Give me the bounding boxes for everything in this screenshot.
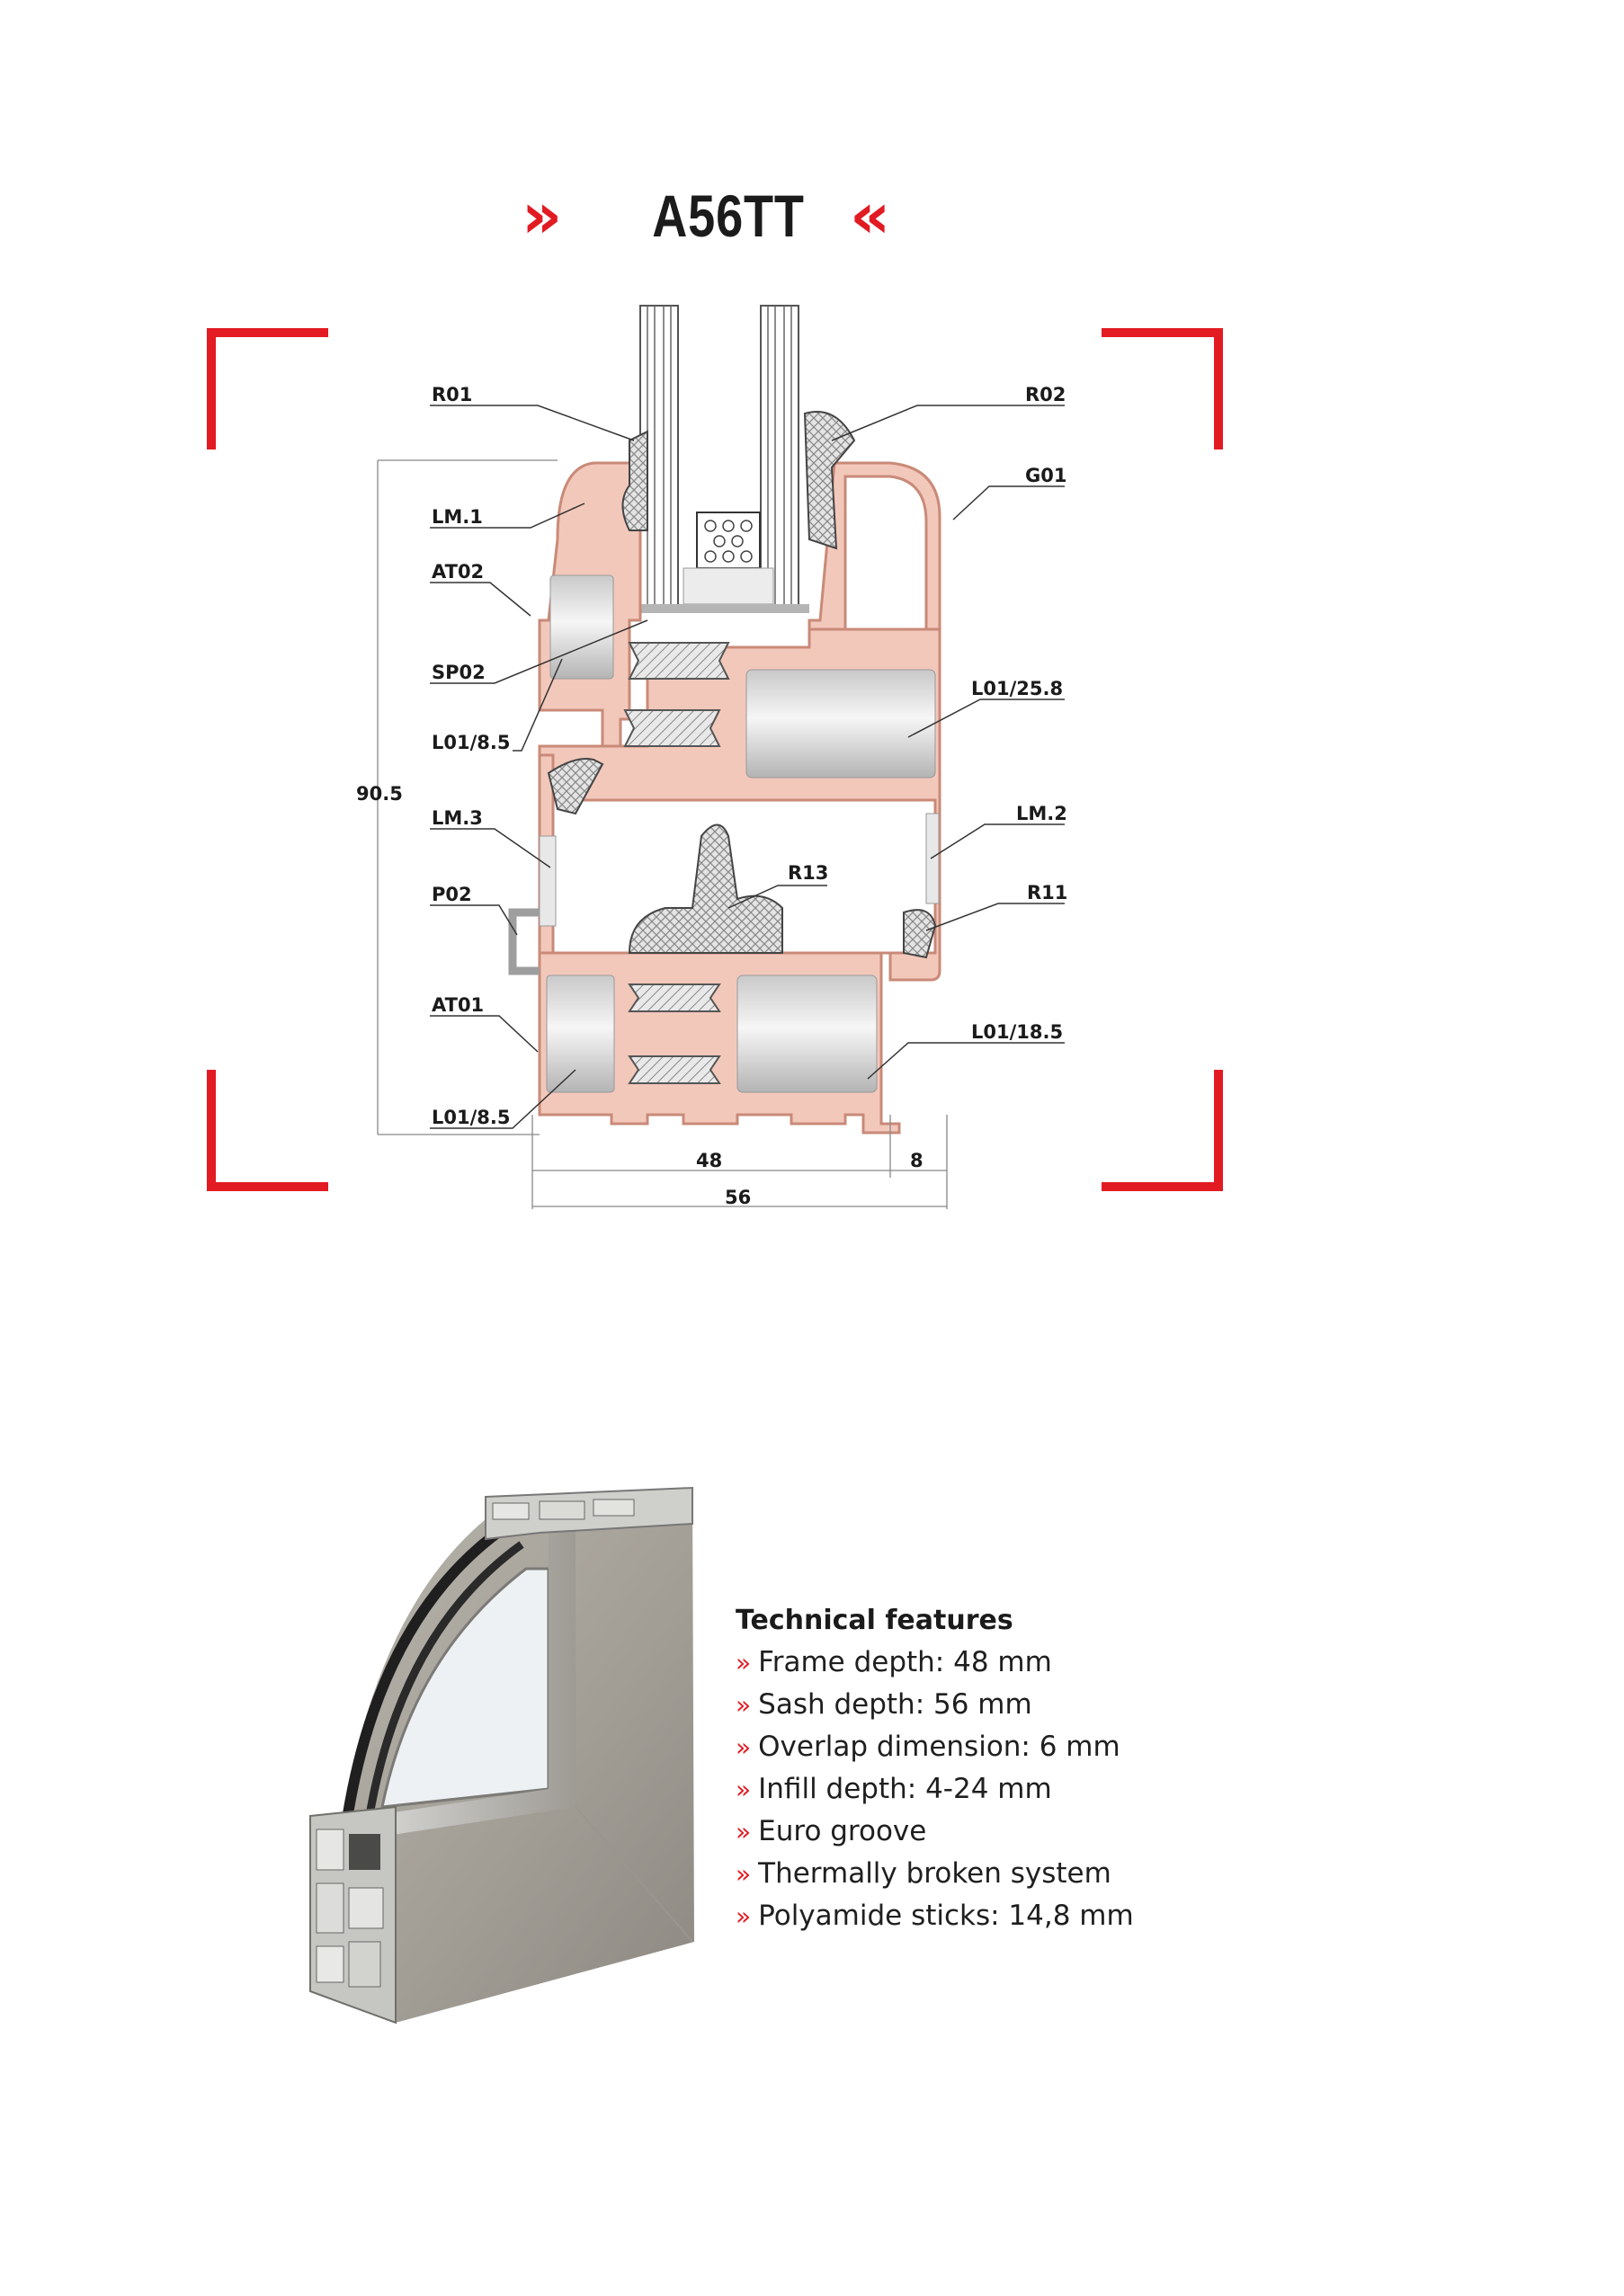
label-l01-25-8: L01/25.8 — [971, 678, 1063, 699]
list-item: »Thermally broken system — [736, 1853, 1275, 1895]
dimension-height-label: 90.5 — [356, 783, 403, 805]
corner-bracket-top-right — [1102, 328, 1223, 449]
list-item: »Overlap dimension: 6 mm — [736, 1726, 1275, 1768]
label-l01-8-5-top: L01/8.5 — [432, 732, 510, 753]
profile-corner-illustration — [309, 1486, 694, 2025]
features-list: »Frame depth: 48 mm »Sash depth: 56 mm »… — [736, 1642, 1275, 1937]
left-quote-mark: » — [522, 179, 563, 253]
corner-bracket-top-left — [207, 328, 328, 449]
label-r13: R13 — [788, 862, 828, 884]
polyamide-sticks — [623, 642, 730, 1084]
bullet-mark: » — [736, 1775, 752, 1804]
page-title: A56TT — [652, 182, 805, 249]
leader-lines — [430, 405, 1065, 1129]
list-item: »Euro groove — [736, 1811, 1275, 1853]
label-r02: R02 — [1025, 384, 1066, 405]
feature-text: Euro groove — [758, 1815, 927, 1847]
label-g01: G01 — [1025, 465, 1066, 486]
label-lm2: LM.2 — [1016, 803, 1067, 824]
label-lm3: LM.3 — [432, 807, 483, 829]
dimension-width — [531, 1115, 948, 1209]
label-r01: R01 — [432, 384, 472, 405]
bullet-mark: » — [736, 1817, 752, 1847]
technical-features: Technical features »Frame depth: 48 mm »… — [736, 1605, 1275, 1937]
corner-bracket-bottom-left — [207, 1070, 328, 1191]
label-at01: AT01 — [432, 994, 484, 1016]
bullet-mark: » — [736, 1732, 752, 1762]
label-l01-18-5: L01/18.5 — [971, 1021, 1063, 1043]
feature-text: Thermally broken system — [758, 1857, 1111, 1890]
feature-text: Polyamide sticks: 14,8 mm — [758, 1900, 1134, 1932]
label-l01-8-5-bottom: L01/8.5 — [432, 1107, 510, 1128]
bullet-mark: » — [736, 1648, 752, 1678]
feature-text: Overlap dimension: 6 mm — [758, 1731, 1120, 1763]
glass-panes — [638, 305, 809, 613]
handle-p02 — [508, 908, 540, 975]
list-item: »Frame depth: 48 mm — [736, 1642, 1275, 1684]
list-item: »Infill depth: 4-24 mm — [736, 1768, 1275, 1811]
gaskets — [547, 411, 937, 959]
dimension-frame-label: 48 — [696, 1150, 722, 1171]
label-p02: P02 — [432, 884, 472, 905]
label-sp02: SP02 — [432, 662, 486, 683]
profile-cross-section-diagram: 90.5 48 8 56 R01 LM.1 AT02 SP02 L01/8.5 — [356, 305, 1067, 1209]
bullet-mark: » — [736, 1901, 752, 1931]
feature-text: Infill depth: 4-24 mm — [758, 1773, 1052, 1805]
feature-text: Sash depth: 56 mm — [758, 1688, 1032, 1721]
label-at02: AT02 — [432, 561, 484, 583]
features-heading: Technical features — [736, 1605, 1013, 1636]
bullet-mark: » — [736, 1690, 752, 1720]
label-r11: R11 — [1027, 882, 1067, 903]
bullet-mark: » — [736, 1859, 752, 1889]
label-lm1: LM.1 — [432, 506, 483, 528]
dimension-height — [377, 459, 558, 1135]
feature-text: Frame depth: 48 mm — [758, 1646, 1052, 1678]
corner-bracket-bottom-right — [1102, 1070, 1223, 1191]
list-item: »Sash depth: 56 mm — [736, 1684, 1275, 1726]
list-item: »Polyamide sticks: 14,8 mm — [736, 1895, 1275, 1937]
dimension-overlap-label: 8 — [910, 1150, 924, 1171]
dimension-total-label: 56 — [725, 1187, 751, 1208]
right-quote-mark: « — [850, 179, 891, 253]
